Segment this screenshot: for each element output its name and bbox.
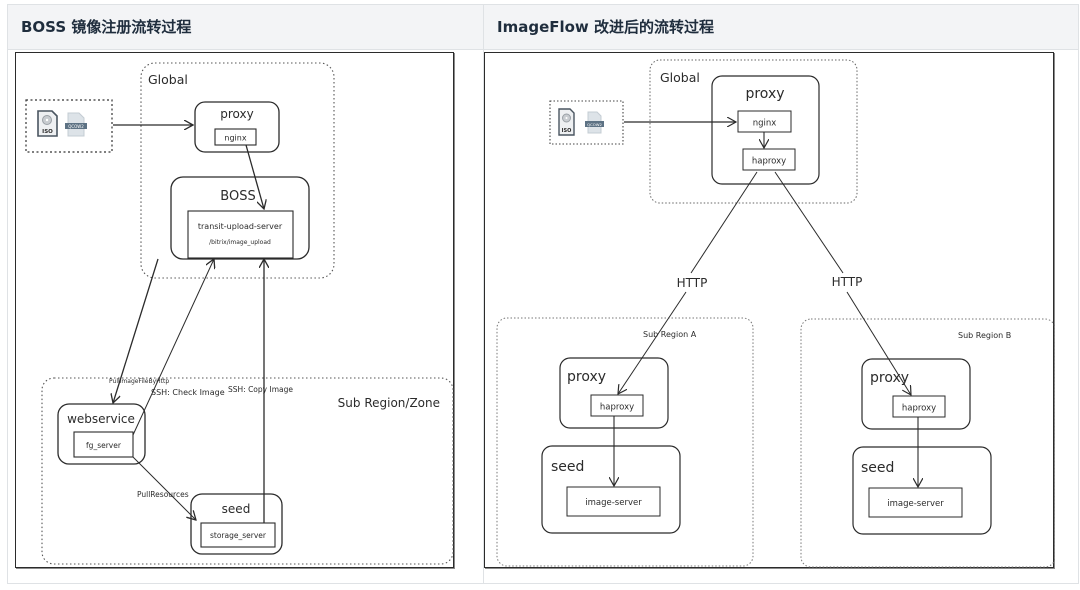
- iso-label: ISO: [562, 128, 572, 134]
- boss-flow-diagram: ISO QCOW2 Global proxy nginx BOSS transi: [15, 52, 454, 568]
- edge-http-to-region-b-seg2: [846, 291, 911, 395]
- edge-nginx-to-boss: [245, 144, 264, 209]
- global-region: Global: [140, 62, 335, 279]
- region-b-image-server-label: image-server: [887, 499, 944, 509]
- qcow2-label: QCOW2: [587, 122, 602, 127]
- haproxy-label: haproxy: [752, 157, 786, 167]
- region-a-seed-node: seed image-server: [541, 445, 681, 534]
- seed-title: seed: [222, 502, 251, 516]
- storage-server-label: storage_server: [210, 531, 267, 540]
- header-boss-flow: BOSS 镜像注册流转过程: [21, 18, 192, 36]
- proxy-node: proxy nginx: [194, 101, 280, 153]
- global-region: Global: [649, 59, 858, 204]
- edge-http-to-region-a-seg2: [618, 291, 687, 394]
- transit-upload-server-label: transit-upload-server: [198, 222, 283, 231]
- global-label: Global: [660, 70, 700, 85]
- qcow2-file-icon: QCOW2: [65, 112, 87, 137]
- sub-region-zone: Sub Region/Zone: [41, 377, 454, 565]
- qcow2-file-icon: QCOW2: [585, 111, 604, 134]
- region-b-label: Sub Region B: [958, 331, 1011, 340]
- seed-node: seed storage_server: [190, 493, 283, 555]
- global-proxy-node: proxy nginx haproxy: [711, 75, 820, 185]
- region-b-seed-title: seed: [861, 460, 894, 476]
- edges: [113, 125, 264, 523]
- region-a-label: Sub Region A: [643, 330, 697, 339]
- input-files-group: ISO QCOW2: [549, 100, 624, 145]
- region-a-proxy-title: proxy: [567, 369, 606, 385]
- pull-image-label: PullImageFileByHttp: [109, 378, 169, 385]
- region-a-haproxy-label: haproxy: [600, 403, 634, 413]
- region-a-proxy-node: proxy haproxy: [559, 357, 669, 429]
- image-upload-path-label: /bitrix/image_upload: [209, 239, 271, 246]
- webservice-node: webservice fg_server: [57, 403, 146, 465]
- fg-server-label: fg_server: [86, 441, 122, 450]
- sub-region-a: Sub Region A proxy haproxy seed image-se…: [496, 317, 754, 567]
- http-left-label: HTTP: [677, 276, 708, 290]
- header-imageflow: ImageFlow 改进后的流转过程: [497, 18, 715, 36]
- region-b-haproxy-label: haproxy: [902, 404, 936, 414]
- webservice-title: webservice: [67, 412, 135, 426]
- subzone-label: Sub Region/Zone: [338, 396, 440, 410]
- region-a-image-server-label: image-server: [585, 498, 642, 508]
- edge-http-to-region-b-seg1: [774, 171, 844, 274]
- region-b-proxy-title: proxy: [870, 370, 909, 386]
- global-label: Global: [148, 72, 188, 87]
- table-header-row: [8, 5, 1078, 50]
- iso-file-icon: ISO: [37, 110, 58, 137]
- region-a-seed-title: seed: [551, 459, 584, 475]
- edge-pull-image-file: [113, 258, 159, 403]
- region-b-proxy-node: proxy haproxy: [861, 358, 971, 430]
- edge-pull-resources: [132, 456, 196, 520]
- boss-node: BOSS transit-upload-server /bitrix/image…: [170, 176, 310, 260]
- iso-file-icon: ISO: [558, 108, 575, 136]
- edge-ssh-check-image: [132, 259, 214, 436]
- pull-resources-label: PullResources: [137, 490, 189, 499]
- column-divider: [483, 5, 484, 583]
- nginx-label: nginx: [753, 119, 777, 129]
- ssh-copy-label: SSH: Copy Image: [228, 385, 293, 394]
- boss-title: BOSS: [220, 189, 255, 204]
- proxy-title: proxy: [745, 86, 784, 102]
- ssh-check-label: SSH: Check Image: [151, 388, 225, 397]
- qcow2-label: QCOW2: [68, 124, 84, 129]
- sub-region-b: Sub Region B proxy haproxy seed image-se…: [800, 318, 1055, 568]
- region-b-seed-node: seed image-server: [852, 446, 992, 535]
- edge-http-to-region-a-seg1: [690, 171, 758, 274]
- nginx-label: nginx: [224, 134, 246, 143]
- imageflow-diagram: ISO QCOW2 Global proxy nginx haproxy Sub: [484, 52, 1055, 568]
- edges: [614, 122, 918, 487]
- http-right-label: HTTP: [832, 275, 863, 289]
- iso-label: ISO: [42, 129, 53, 135]
- proxy-title: proxy: [220, 107, 253, 121]
- input-files-group: ISO QCOW2: [25, 99, 113, 153]
